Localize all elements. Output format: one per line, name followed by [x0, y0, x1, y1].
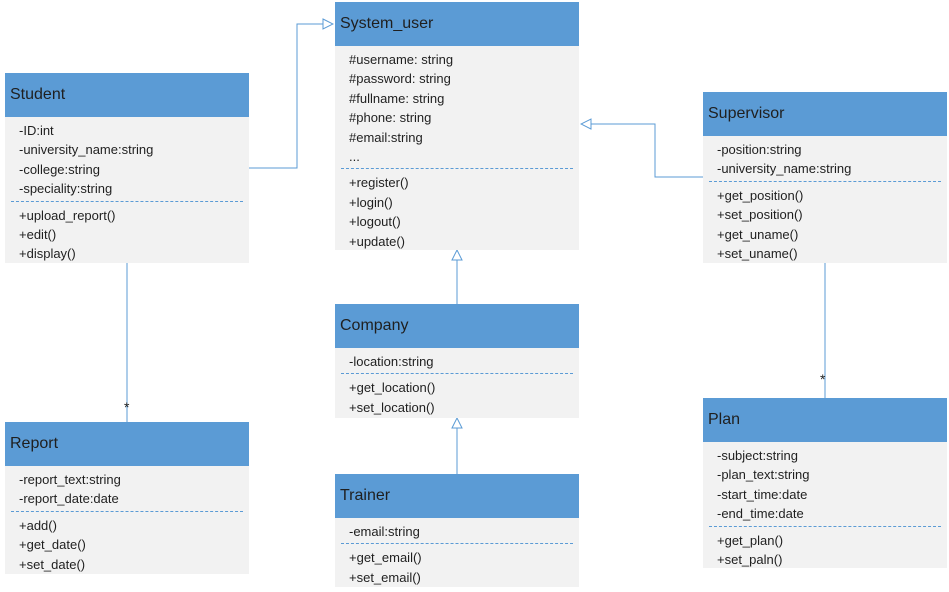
- class-body: #username: string #password: string #fulln…: [335, 46, 579, 251]
- method-row: +logout(): [349, 214, 401, 230]
- attribute-row: -ID:int: [19, 123, 54, 138]
- class-plan[interactable]: Plan -subject:string -plan_text:string -st…: [703, 398, 947, 568]
- methods-section: +upload_report() +edit() +display(): [5, 202, 249, 264]
- attribute-row: -report_date:date: [19, 491, 119, 507]
- student-report-multiplicity-label: *: [124, 399, 130, 415]
- method-row: +get_uname(): [717, 226, 799, 242]
- methods-section: +get_location() +set_location(): [335, 374, 579, 417]
- method-row: +upload_report(): [19, 207, 116, 223]
- method-row: +register(): [349, 175, 409, 191]
- attribute-row: -university_name:string: [717, 161, 852, 177]
- attribute-row: #email:string: [349, 129, 423, 145]
- attribute-row: #phone: string: [349, 110, 432, 126]
- attribute-row: -location:string: [349, 354, 434, 369]
- method-row: +set_date(): [19, 556, 86, 572]
- section-divider: [341, 543, 573, 545]
- class-name: System_user: [335, 2, 579, 46]
- attribute-row: #username: string: [349, 52, 454, 67]
- methods-section: +get_plan() +set_paln(): [703, 527, 947, 570]
- class-student[interactable]: Student -ID:int -university_name:string -c…: [5, 73, 249, 263]
- section-divider: [709, 525, 941, 527]
- class-name: Student: [5, 73, 249, 117]
- method-row: +update(): [349, 233, 406, 249]
- attributes-section: -position:string -university_name:string: [703, 136, 947, 179]
- class-body: -report_text:string -report_date:date +ad…: [5, 466, 249, 574]
- method-row: +set_position(): [717, 207, 803, 223]
- method-row: +set_location(): [349, 399, 435, 415]
- class-body: -position:string-university_name:string …: [703, 136, 947, 263]
- section-divider: [11, 510, 243, 512]
- attribute-row: -speciality:string: [19, 181, 113, 197]
- attributes-section: -subject:string -plan_text:string -start_t…: [703, 442, 947, 524]
- method-row: +edit(): [19, 226, 57, 242]
- class-name: Company: [335, 304, 579, 348]
- class-body: -email:string +get_email() +set_email(): [335, 518, 579, 587]
- attribute-row: -subject:string: [717, 448, 798, 463]
- method-row: +set_uname(): [717, 245, 798, 261]
- attribute-row: ...: [349, 148, 360, 164]
- attributes-section: -location:string: [335, 348, 579, 371]
- method-row: +get_date(): [19, 537, 86, 553]
- class-body: -subject:string -plan_text:string -start_t…: [703, 442, 947, 569]
- student-to-system-user-inheritance: [249, 24, 333, 169]
- section-divider: [709, 180, 941, 182]
- method-row: +add(): [19, 517, 57, 533]
- attribute-row: -position:string: [717, 142, 802, 157]
- class-supervisor[interactable]: Supervisor -position:string -university_n…: [703, 92, 947, 263]
- class-system-user[interactable]: System_user #username: string #password: …: [335, 2, 579, 250]
- method-row: +set_paln(): [717, 551, 783, 567]
- attributes-section: -email:string: [335, 518, 579, 541]
- class-report[interactable]: Report -report_text:string -report_date:d…: [5, 422, 249, 574]
- class-name: Supervisor: [703, 92, 947, 136]
- class-body: -ID:int -university_name:string -college:s…: [5, 117, 249, 264]
- method-row: +get_plan(): [717, 532, 784, 548]
- attribute-row: -email:string: [349, 524, 420, 539]
- methods-section: +get_email() +set_email(): [335, 544, 579, 587]
- attributes-section: #username: string #password: string #fulln…: [335, 46, 579, 166]
- class-company[interactable]: Company -location:string +get_location()…: [335, 304, 579, 418]
- class-name: Trainer: [335, 474, 579, 518]
- method-row: +display(): [19, 246, 76, 262]
- methods-section: +add() +get_date() +set_date(): [5, 512, 249, 574]
- attribute-row: #password: string: [349, 71, 451, 87]
- methods-section: +get_position() +set_position() +get_uname…: [703, 182, 947, 264]
- section-divider: [11, 200, 243, 202]
- attribute-row: -report_text:string: [19, 472, 121, 487]
- supervisor-plan-multiplicity-label: *: [820, 371, 826, 387]
- attribute-row: -plan_text:string: [717, 467, 810, 483]
- attribute-row: -start_time:date: [717, 486, 808, 502]
- method-row: +login(): [349, 194, 393, 210]
- section-divider: [341, 168, 573, 170]
- attribute-row: #fullname: string: [349, 90, 445, 106]
- class-name: Report: [5, 422, 249, 466]
- attribute-row: -end_time:date: [717, 506, 804, 522]
- attribute-row: -university_name:string: [19, 142, 154, 158]
- supervisor-to-system-user-inheritance: [581, 124, 703, 178]
- attributes-section: -ID:int -university_name:string -college:s…: [5, 117, 249, 199]
- methods-section: +register() +login() +logout() +update(): [335, 169, 579, 251]
- attribute-row: -college:string: [19, 161, 100, 177]
- class-body: -location:string +get_location() +set_loc…: [335, 348, 579, 417]
- class-trainer[interactable]: Trainer -email:string +get_email() +set_e…: [335, 474, 579, 587]
- method-row: +get_email(): [349, 550, 422, 566]
- method-row: +get_location(): [349, 380, 436, 396]
- class-name: Plan: [703, 398, 947, 442]
- attributes-section: -report_text:string -report_date:date: [5, 466, 249, 509]
- method-row: +get_position(): [717, 187, 804, 203]
- section-divider: [341, 373, 573, 375]
- method-row: +set_email(): [349, 569, 421, 585]
